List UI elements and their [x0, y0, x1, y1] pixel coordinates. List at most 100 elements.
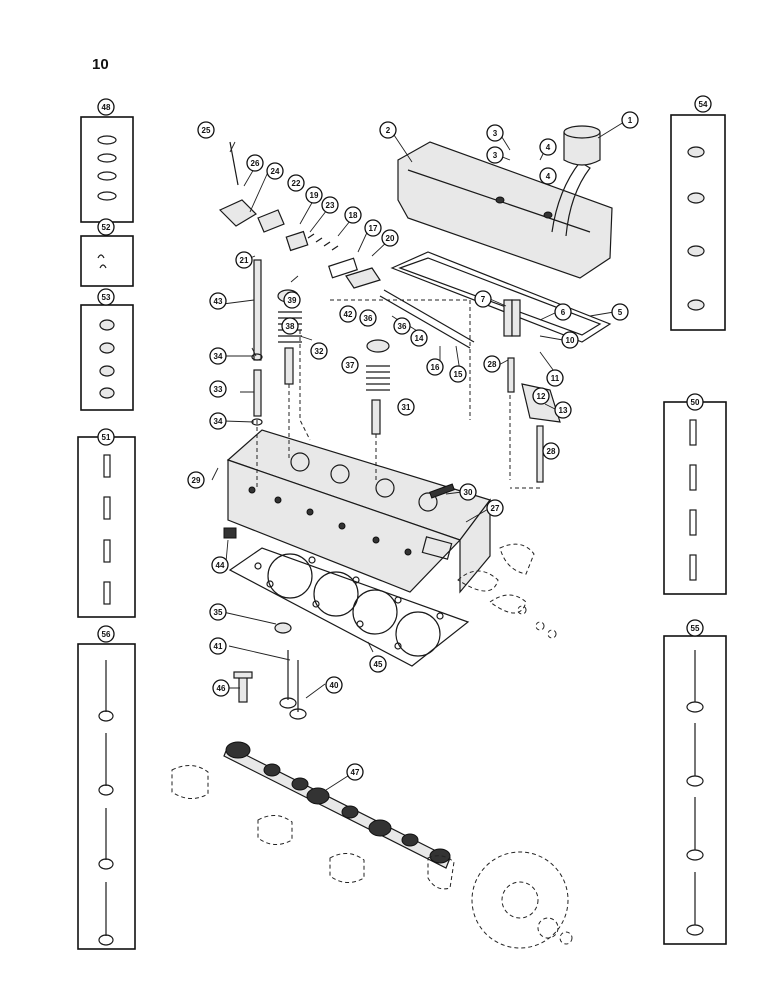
callout-42: 42	[339, 305, 357, 323]
callout-2: 2	[379, 121, 397, 139]
callout-number: 26	[251, 159, 260, 168]
callout-number: 4	[546, 143, 551, 152]
callout-21: 21	[235, 251, 253, 269]
callout-number: 3	[493, 129, 498, 138]
callout-number: 6	[561, 308, 566, 317]
callout-number: 24	[271, 167, 280, 176]
callout-number: 27	[491, 504, 500, 513]
callout-number: 39	[288, 296, 297, 305]
callout-12: 12	[532, 387, 550, 405]
callout-number: 3	[493, 151, 498, 160]
callout-5: 5	[611, 303, 629, 321]
kit-panel-50	[80, 116, 134, 223]
camshaft	[171, 741, 573, 949]
callout-53: 53	[97, 288, 115, 306]
callout-number: 47	[351, 768, 360, 777]
callout-number: 17	[369, 224, 378, 233]
callout-23: 23	[321, 196, 339, 214]
callout-27: 27	[486, 499, 504, 517]
cylinder-head	[226, 429, 491, 594]
callout-number: 13	[559, 406, 568, 415]
valves-and-bolt	[223, 527, 307, 720]
head-gasket	[228, 547, 470, 667]
manifold-gaskets	[457, 543, 557, 639]
callout-10: 10	[561, 331, 579, 349]
callout-number: 15	[454, 370, 463, 379]
callout-33: 33	[209, 380, 227, 398]
callout-number: 56	[102, 630, 111, 639]
callout-25: 25	[197, 121, 215, 139]
callout-number: 42	[344, 310, 353, 319]
callout-24: 24	[266, 162, 284, 180]
callout-number: 4	[546, 172, 551, 181]
callout-number: 32	[315, 347, 324, 356]
callout-number: 7	[481, 295, 486, 304]
callout-4: 4	[539, 167, 557, 185]
callout-32: 32	[310, 342, 328, 360]
dashed-assembly-lines	[256, 299, 540, 490]
callout-29: 29	[187, 471, 205, 489]
callout-number: 29	[192, 476, 201, 485]
callout-18: 18	[344, 206, 362, 224]
callout-number: 46	[217, 684, 226, 693]
pushrods-and-springs	[251, 259, 561, 483]
callout-number: 23	[326, 201, 335, 210]
callout-number: 36	[364, 314, 373, 323]
callout-number: 34	[214, 417, 223, 426]
callout-number: 14	[415, 334, 424, 343]
callout-number: 48	[102, 103, 111, 112]
callout-11: 11	[546, 369, 564, 387]
kit-panel-52	[77, 436, 136, 618]
callout-number: 21	[240, 256, 249, 265]
callout-number: 55	[691, 624, 700, 633]
callout-number: 35	[214, 608, 223, 617]
callout-number: 33	[214, 385, 223, 394]
callout-3: 3	[486, 146, 504, 164]
callout-number: 1	[628, 116, 633, 125]
callout-14: 14	[410, 329, 428, 347]
callout-3: 3	[486, 124, 504, 142]
valve-cover	[397, 141, 613, 279]
callout-number: 38	[286, 322, 295, 331]
callout-22: 22	[287, 174, 305, 192]
callout-number: 11	[551, 374, 560, 383]
kit-panel-56	[663, 635, 727, 945]
kit-panel-53	[80, 235, 134, 287]
callout-number: 34	[214, 352, 223, 361]
callout-36: 36	[393, 317, 411, 335]
callout-17: 17	[364, 219, 382, 237]
callout-30: 30	[459, 483, 477, 501]
callout-number: 10	[566, 336, 575, 345]
callout-number: 5	[618, 308, 623, 317]
callout-28: 28	[542, 442, 560, 460]
rocker-parts	[218, 141, 475, 349]
callout-50: 50	[686, 393, 704, 411]
callout-16: 16	[426, 358, 444, 376]
callout-number: 31	[402, 403, 411, 412]
callout-35: 35	[209, 603, 227, 621]
callout-number: 2	[386, 126, 391, 135]
callout-number: 40	[330, 681, 339, 690]
callout-46: 46	[212, 679, 230, 697]
callout-number: 36	[398, 322, 407, 331]
callout-number: 45	[374, 660, 383, 669]
callout-41: 41	[209, 637, 227, 655]
callout-4: 4	[539, 138, 557, 156]
callout-number: 53	[102, 293, 111, 302]
callout-number: 51	[102, 433, 111, 442]
filler-cap	[563, 125, 601, 166]
callout-43: 43	[209, 292, 227, 310]
callout-51: 51	[97, 428, 115, 446]
kit-panel-55	[670, 114, 726, 331]
callout-44: 44	[211, 556, 229, 574]
callout-37: 37	[341, 356, 359, 374]
callout-34: 34	[209, 412, 227, 430]
callout-56: 56	[97, 625, 115, 643]
callout-1: 1	[621, 111, 639, 129]
callout-number: 43	[214, 297, 223, 306]
callout-38: 38	[281, 317, 299, 335]
callout-39: 39	[283, 291, 301, 309]
callout-number: 44	[216, 561, 225, 570]
callout-number: 16	[431, 363, 440, 372]
